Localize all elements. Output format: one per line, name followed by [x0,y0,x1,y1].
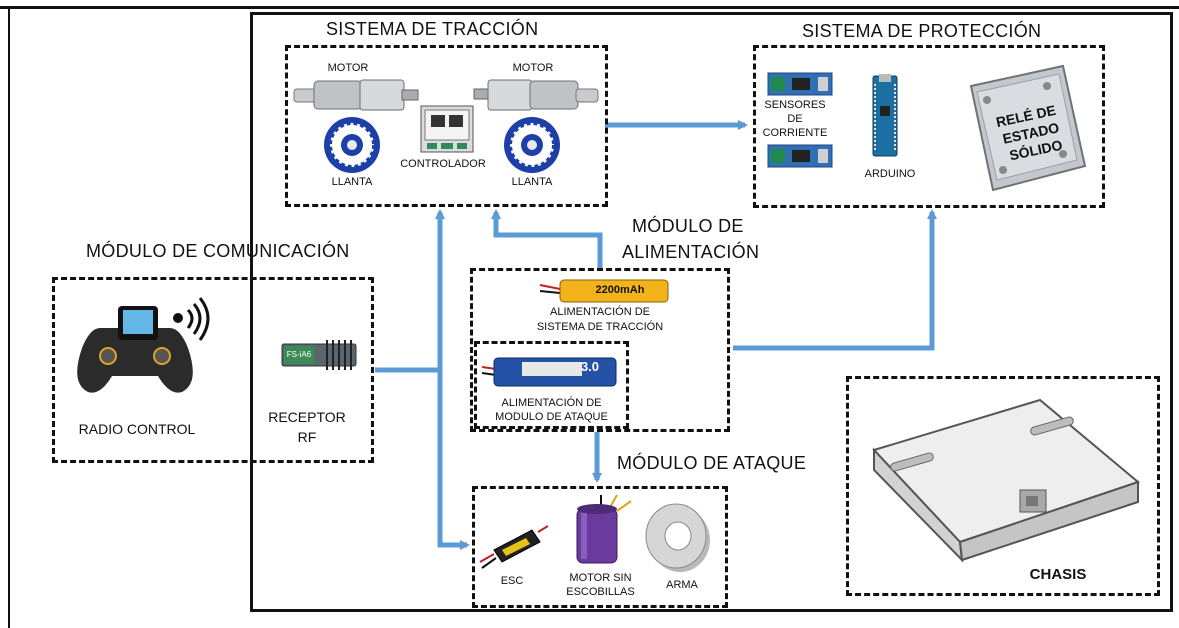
esc-icon [479,525,549,569]
arrow-receiver-to-traccion [375,209,445,373]
chassis-icon [872,398,1141,563]
battery-traccion-icon [539,279,669,303]
battery-ataque-label-line2: MODULO DE ATAQUE [495,411,608,423]
brushless-motor-label-line1: MOTOR SIN [569,572,632,584]
sensors-label-line1: SENSORES [764,99,826,111]
receiver-label-line1: RECEPTOR [268,409,346,425]
controller-board-icon [420,105,474,153]
weapon-label: ARMA [666,579,698,591]
alimentacion-title-line2: ALIMENTACIÓN [622,242,760,262]
proteccion-title: SISTEMA DE PROTECCIÓN [802,21,1042,41]
motor-left-icon [293,79,419,111]
rf-receiver-icon [281,340,357,370]
brushless-motor-icon [576,494,632,564]
proteccion-box [753,45,1105,208]
arduino-board-icon [872,74,898,157]
wheel-left-icon [324,117,380,173]
battery-traccion-label-line1: ALIMENTACIÓN DE [549,306,651,318]
battery-ataque-label-line1: ALIMENTACIÓN DE [501,397,602,409]
battery-traccion-capacity: 2200mAh [595,284,645,296]
battery-ataque-voltage: 3.0 [580,359,600,374]
arrow-alimentacion-to-proteccion [733,209,937,351]
alimentacion-title-line1: MÓDULO DE [632,216,744,236]
current-sensor-bottom-icon [767,144,833,168]
motor-left-label: MOTOR [327,62,369,74]
arrow-receiver-to-ataque [437,370,470,550]
arduino-label: ARDUINO [864,168,916,180]
rf-receiver-chip-label: FS-iA6 [286,350,312,359]
motor-right-label: MOTOR [512,62,554,74]
battery-traccion-label-line2: SISTEMA DE TRACCIÓN [536,321,664,333]
wheel-right-label: LLANTA [511,176,553,188]
comunicacion-box [52,277,374,463]
current-sensor-top-icon [767,72,833,96]
receiver-label-line2: RF [297,429,317,445]
radio-control-icon [77,297,210,393]
top-border-line [0,6,1179,9]
motor-right-icon [473,79,599,111]
solid-state-relay-icon [969,64,1087,192]
battery-ataque-icon [481,357,617,387]
brushless-motor-label-line2: ESCOBILLAS [566,586,635,598]
weapon-ring-icon [645,503,710,572]
system-frame [250,12,1173,612]
chasis-box [846,376,1160,596]
controller-label: CONTROLADOR [400,158,486,170]
sensors-label-line2: DE [787,113,803,125]
comunicacion-title: MÓDULO DE COMUNICACIÓN [86,241,350,261]
wheel-right-icon [504,117,560,173]
ataque-title: MÓDULO DE ATAQUE [617,453,807,473]
radio-control-label: RADIO CONTROL [78,421,196,437]
alimentacion-box [470,268,730,432]
ataque-box [472,486,728,608]
battery-ataque-box [474,341,629,429]
traccion-title: SISTEMA DE TRACCIÓN [326,19,539,39]
arrow-alimentacion-to-traccion [491,209,603,270]
wheel-left-label: LLANTA [331,176,373,188]
traccion-box [285,45,608,207]
esc-label: ESC [500,575,524,587]
sensors-label-line3: CORRIENTE [762,127,828,139]
chasis-label: CHASIS [1029,566,1087,583]
left-border-line [8,6,10,628]
